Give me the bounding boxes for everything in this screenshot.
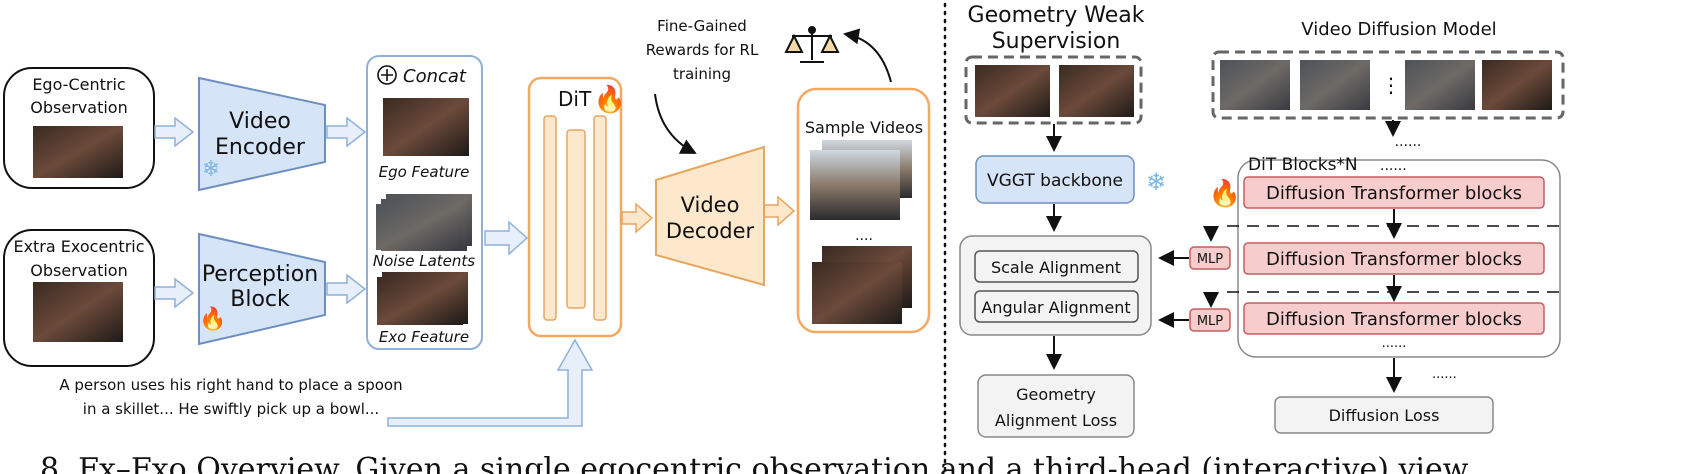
diffusion-block-1 <box>1243 176 1545 209</box>
perception-line2: Block <box>230 287 290 312</box>
video-decoder-line2: Decoder <box>666 219 755 243</box>
rewards-line2: Rewards for RL <box>646 41 759 59</box>
concat-label: Concat <box>403 66 467 87</box>
geometry-loss-line1: Geometry <box>1016 385 1096 404</box>
snowflake-icon: ❄ <box>202 157 220 182</box>
rewards-line1: Fine-Gained <box>657 17 747 35</box>
dit-blocks-container: DiT Blocks*N ...... 🔥 Diffusion Transfor… <box>1209 155 1561 358</box>
diffusion-block-2-label: Diffusion Transformer blocks <box>1266 249 1522 270</box>
rewards-annotation: Fine-Gained Rewards for RL training <box>646 17 892 154</box>
geometry-loss-line2: Alignment Loss <box>995 411 1117 430</box>
noise-latents-image <box>376 204 462 250</box>
exo-obs-line2: Observation <box>30 261 127 280</box>
ego-observation-image <box>33 126 123 178</box>
ego-obs-line2: Observation <box>30 98 127 117</box>
diffusion-block-2 <box>1243 242 1545 275</box>
geo-title-line2: Supervision <box>992 29 1121 54</box>
sample-videos-panel: Sample Videos .... <box>796 87 931 334</box>
alignment-container: Scale Alignment Angular Alignment <box>959 235 1152 336</box>
angular-alignment-label: Angular Alignment <box>981 298 1130 317</box>
dit-blocks-label: DiT Blocks*N <box>1248 155 1358 175</box>
sample-videos-label: Sample Videos <box>805 118 923 137</box>
fire-icon: 🔥 <box>594 84 626 115</box>
prompt-line1: A person uses his right hand to place a … <box>59 376 402 394</box>
rewards-line3: training <box>673 65 731 83</box>
dit-label: DiT <box>558 87 592 111</box>
noise-latents-label: Noise Latents <box>373 252 475 270</box>
exo-feature-image <box>377 277 463 325</box>
vdm-frame-dots: ⋮ <box>1381 73 1401 97</box>
snowflake-icon: ❄ <box>1146 168 1166 196</box>
video-encoder-block: Video Encoder ❄ <box>198 76 326 192</box>
geometry-input-frames <box>964 55 1143 125</box>
sample-video-image-2 <box>812 262 902 324</box>
exo-obs-line1: Extra Exocentric <box>13 237 144 256</box>
mlp-box-1: MLP <box>1189 246 1231 270</box>
hollow-arrows-orange <box>621 195 796 234</box>
perception-line1: Perception <box>202 262 318 287</box>
prompt-annotation: A person uses his right hand to place a … <box>59 338 594 427</box>
exo-observation-box: Extra Exocentric Observation <box>3 229 155 367</box>
ego-feature-image <box>383 98 469 156</box>
ego-observation-box: Ego-Centric Observation <box>3 67 155 189</box>
balance-scale-icon <box>784 26 840 63</box>
exo-observation-image <box>33 282 123 342</box>
prompt-arrow <box>387 338 594 427</box>
fire-icon: 🔥 <box>199 306 226 332</box>
sample-video-image-1 <box>810 150 900 220</box>
vggt-backbone-label: VGGT backbone <box>987 171 1123 191</box>
blocks-dots: ...... <box>1382 336 1407 351</box>
diffusion-block-3-label: Diffusion Transformer blocks <box>1266 309 1522 330</box>
video-decoder-line1: Video <box>681 193 740 217</box>
scale-alignment-label: Scale Alignment <box>991 258 1121 277</box>
vdm-section: Video Diffusion Model ⋮ ...... <box>1211 19 1565 150</box>
diffusion-block-1-label: Diffusion Transformer blocks <box>1266 183 1522 204</box>
prompt-line2: in a skillet... He swiftly pick up a bow… <box>83 400 379 418</box>
mlp-box-2: MLP <box>1189 308 1231 332</box>
diffusion-loss-label: Diffusion Loss <box>1329 406 1440 425</box>
geometry-supervision-title: Geometry Weak Supervision <box>968 3 1145 54</box>
perception-block: Perception Block 🔥 <box>198 232 326 346</box>
diffusion-block-3 <box>1243 302 1545 335</box>
sample-ellipsis: .... <box>855 228 873 244</box>
video-encoder-line1: Video <box>229 109 291 134</box>
concat-panel: Concat Ego Feature Noise Latents Exo Fea… <box>366 55 483 350</box>
diffusion-loss-box: Diffusion Loss <box>1274 396 1494 434</box>
exo-feature-label: Exo Feature <box>379 328 469 346</box>
video-encoder-line2: Encoder <box>215 135 306 160</box>
dit-blocks-dots: ...... <box>1380 158 1407 174</box>
ego-obs-line1: Ego-Centric <box>32 75 125 94</box>
mlp-label-2: MLP <box>1197 314 1223 329</box>
dit-block: DiT 🔥 <box>527 76 626 338</box>
ego-feature-label: Ego Feature <box>379 163 470 181</box>
vggt-backbone-block: VGGT backbone ❄ <box>975 155 1166 204</box>
bottom-caption-fragment: 8. Fx–Fxo Overview. Given a single egoce… <box>40 452 1469 474</box>
geo-title-line1: Geometry Weak <box>968 3 1145 28</box>
vdm-dots: ...... <box>1395 134 1422 150</box>
geometry-loss-box: Geometry Alignment Loss <box>977 374 1135 438</box>
plus-circle-icon <box>377 65 397 85</box>
mlp-connections <box>1158 225 1560 328</box>
loss-dots: ...... <box>1432 367 1457 382</box>
video-decoder-block: Video Decoder <box>655 145 765 287</box>
hollow-arrows-left <box>154 116 529 309</box>
mlp-label-1: MLP <box>1197 252 1223 267</box>
vdm-title: Video Diffusion Model <box>1301 19 1496 40</box>
fire-icon: 🔥 <box>1209 178 1241 209</box>
